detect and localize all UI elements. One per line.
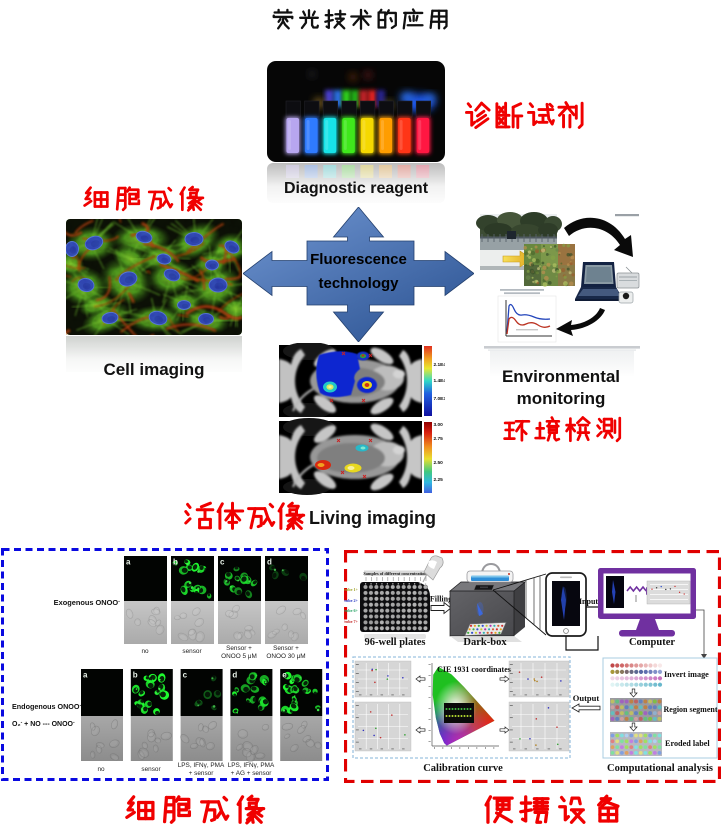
svg-text:Probe 2+: Probe 2+ (344, 598, 359, 603)
svg-text:Samples of different concentra: Samples of different concentration (363, 571, 427, 576)
svg-text:sensor: sensor (141, 766, 161, 773)
svg-text:ONOO 5 μM: ONOO 5 μM (221, 653, 257, 660)
svg-text:Eroded label: Eroded label (665, 739, 710, 748)
svg-text:Probe 1+: Probe 1+ (344, 587, 359, 592)
svg-text:2.75: 2.75 (434, 436, 444, 442)
svg-text:a: a (126, 558, 131, 567)
svg-text:7.0E3: 7.0E3 (434, 396, 446, 402)
svg-text:LPS, IFNγ, PMA: LPS, IFNγ, PMA (178, 762, 225, 769)
svg-text:Region segment: Region segment (664, 705, 718, 714)
svg-text:+ sensor: + sensor (189, 770, 215, 777)
svg-text:Calibration curve: Calibration curve (423, 763, 503, 774)
svg-text:Computer: Computer (629, 637, 675, 648)
svg-text:Endogenous ONOO-: Endogenous ONOO- (12, 702, 81, 711)
svg-text:2.50: 2.50 (434, 460, 444, 466)
svg-text:sensor: sensor (182, 648, 202, 655)
svg-text:Invert image: Invert image (664, 670, 709, 679)
svg-text:Fluorescence: Fluorescence (310, 251, 407, 268)
svg-text:b: b (133, 671, 138, 680)
svg-text:d: d (267, 558, 272, 567)
svg-text:Output: Output (573, 693, 600, 703)
svg-text:b: b (173, 558, 178, 567)
svg-text:Sensor +: Sensor + (273, 645, 299, 652)
svg-text:Sensor +: Sensor + (226, 645, 252, 652)
svg-text:a: a (83, 671, 88, 680)
svg-text:CIE 1931 coordinates: CIE 1931 coordinates (437, 665, 511, 674)
svg-text:c: c (183, 671, 188, 680)
svg-text:O₂- + NO --- ONOO-: O₂- + NO --- ONOO- (12, 719, 75, 728)
svg-text:ONOO 30 μM: ONOO 30 μM (266, 653, 305, 660)
svg-text:2.25: 2.25 (434, 477, 444, 483)
svg-text:3.00: 3.00 (434, 422, 444, 428)
svg-text:96-well plates: 96-well plates (365, 637, 426, 648)
svg-text:Probe 6+: Probe 6+ (344, 608, 359, 613)
svg-text:LPS, IFNγ, PMA: LPS, IFNγ, PMA (228, 762, 275, 769)
svg-text:Computational analysis: Computational analysis (607, 763, 713, 774)
svg-text:Exogenous ONOO-: Exogenous ONOO- (54, 598, 120, 607)
svg-text:2.1E4: 2.1E4 (434, 362, 446, 368)
svg-text:Dark-box: Dark-box (463, 637, 507, 648)
svg-text:Probe 7+: Probe 7+ (344, 619, 359, 624)
svg-text:no: no (141, 648, 149, 655)
svg-text:technology: technology (318, 275, 399, 292)
svg-text:1.4E4: 1.4E4 (434, 378, 446, 384)
svg-text:Input: Input (579, 597, 598, 606)
svg-text:e: e (282, 671, 287, 680)
svg-text:+ AG + sensor: + AG + sensor (231, 770, 273, 777)
svg-text:d: d (232, 671, 237, 680)
svg-text:no: no (97, 766, 105, 773)
svg-text:Filling: Filling (430, 595, 452, 604)
svg-text:c: c (220, 558, 225, 567)
